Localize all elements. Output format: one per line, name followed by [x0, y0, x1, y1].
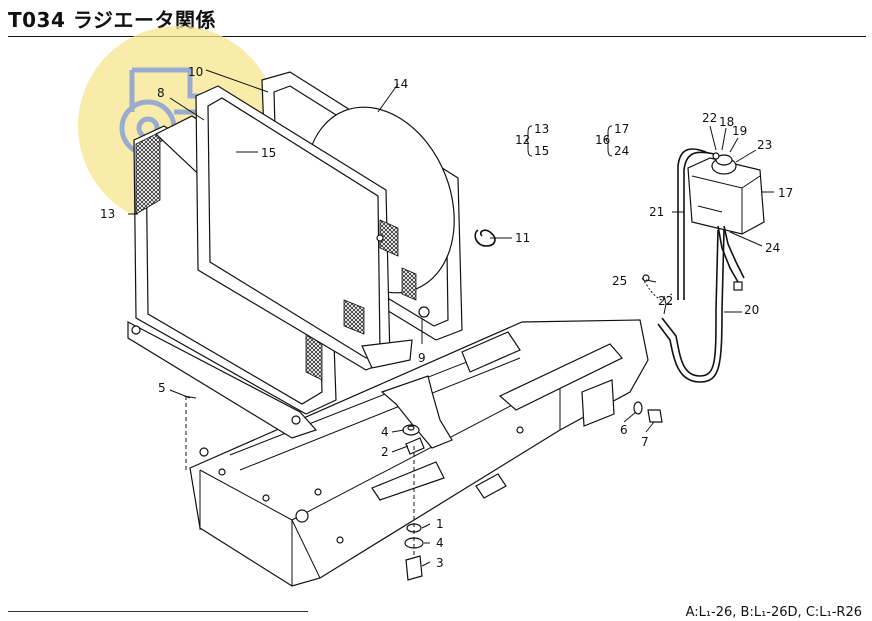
callout-23: 23: [757, 138, 772, 152]
callout-4a: 4: [381, 425, 389, 439]
reserve-tank: [687, 152, 765, 291]
fan-shroud: [195, 71, 463, 371]
group-16-item-1: 24: [614, 144, 629, 158]
leader-lines: [128, 69, 774, 567]
callout-24: 24: [765, 241, 780, 255]
callout-22b: 22: [658, 294, 673, 308]
callout-20: 20: [744, 303, 759, 317]
footer-divider: [8, 611, 308, 612]
callout-labels: 10 8 15 13 14 11 9 5 4 2 1 4 3 6 7 22 18…: [100, 65, 793, 570]
chassis-frame: [189, 319, 649, 587]
overflow-hoses: [641, 148, 725, 383]
callout-2: 2: [381, 445, 389, 459]
callout-5: 5: [158, 381, 166, 395]
title-divider: [8, 36, 866, 37]
callout-8: 8: [157, 86, 165, 100]
group-16-item-0: 17: [614, 122, 629, 136]
callout-18: 18: [719, 115, 734, 129]
callout-10: 10: [188, 65, 203, 79]
callout-6: 6: [620, 423, 628, 437]
clip-part-11: [474, 229, 496, 247]
callout-9: 9: [418, 351, 426, 365]
callout-11: 11: [515, 231, 530, 245]
callout-21: 21: [649, 205, 664, 219]
group-12-item-1: 15: [534, 144, 549, 158]
callout-17: 17: [778, 186, 793, 200]
callout-22a: 22: [702, 111, 717, 125]
group-12-parent: 12: [515, 133, 530, 147]
callout-15: 15: [261, 146, 276, 160]
callout-19: 19: [732, 124, 747, 138]
group-ref-12: 12 13 15: [515, 122, 549, 158]
callout-4b: 4: [436, 536, 444, 550]
callout-25: 25: [612, 274, 627, 288]
group-ref-16: 16 17 24: [595, 122, 629, 158]
group-12-item-0: 13: [534, 122, 549, 136]
callout-1: 1: [436, 517, 444, 531]
callout-7: 7: [641, 435, 649, 449]
callout-3: 3: [436, 556, 444, 570]
callout-14: 14: [393, 77, 408, 91]
model-footnote: A:L₁-26, B:L₁-26D, C:L₁-R26: [685, 605, 862, 620]
group-16-parent: 16: [595, 133, 610, 147]
callout-13: 13: [100, 207, 115, 221]
drain-plug: [633, 401, 663, 423]
